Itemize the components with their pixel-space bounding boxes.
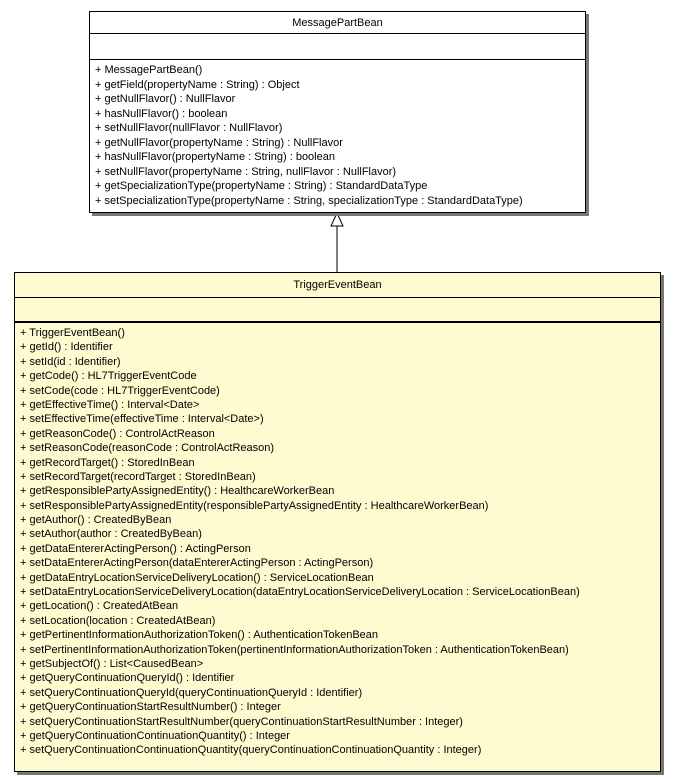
hollow-triangle-arrowhead-icon [330,211,344,227]
operation: + setLocation(location : CreatedAtBean) [20,614,216,627]
operation: + getQueryContinuationQueryId() : Identi… [20,672,235,685]
operation: + getSubjectOf() : List<CausedBean> [20,657,204,670]
operation: + setQueryContinuationStartResultNumber(… [20,715,463,728]
operation: + setResponsiblePartyAssignedEntity(resp… [20,499,489,512]
operation: + getDataEntererActingPerson() : ActingP… [20,542,251,555]
attributes-compartment [15,298,660,323]
operation: + setNullFlavor(propertyName : String, n… [95,165,397,178]
operation: + getPertinentInformationAuthorizationTo… [20,629,379,642]
operation: + getCode() : HL7TriggerEventCode [20,370,197,383]
operations-compartment: + MessagePartBean() + getField(propertyNa… [90,60,585,208]
operation: + setCode(code : HL7TriggerEventCode) [20,384,220,397]
operation: + setNullFlavor(nullFlavor : NullFlavor) [95,122,283,134]
operation: + getDataEntryLocationServiceDeliveryLoc… [20,571,374,584]
operation: + setAuthor(author : CreatedByBean) [20,528,202,541]
operation: + getAuthor() : CreatedByBean [20,514,172,527]
operation: + setQueryContinuationQueryId(queryConti… [20,686,363,699]
operation: + setId(id : Identifier) [20,355,121,368]
operation: + setRecordTarget(recordTarget : StoredI… [20,470,256,483]
operation: + getEffectiveTime() : Interval<Date> [20,398,200,411]
operation: + hasNullFlavor() : boolean [95,107,228,120]
operation: + getLocation() : CreatedAtBean [20,600,179,613]
operation: + setEffectiveTime(effectiveTime : Inter… [20,413,264,426]
attributes-compartment [90,34,585,60]
operation: + getNullFlavor() : NullFlavor [95,93,236,105]
operation: + MessagePartBean() [95,64,203,76]
operation: + setDataEntryLocationServiceDeliveryLoc… [20,586,580,599]
class-trigger-event-bean[interactable]: TriggerEventBean + TriggerEventBean() + g… [14,272,661,772]
operation: + getResponsiblePartyAssignedEntity() : … [20,485,335,498]
operation: + setReasonCode(reasonCode : ControlActR… [20,442,275,455]
operation: + setPertinentInformationAuthorizationTo… [20,643,569,656]
operations-compartment: + TriggerEventBean() + getId() : Identifi… [15,323,660,758]
operation: + getReasonCode() : ControlActReason [20,427,215,440]
operation: + TriggerEventBean() [20,327,125,339]
class-name: TriggerEventBean [15,273,660,298]
operation: + getNullFlavor(propertyName : String) :… [95,136,343,149]
operation: + hasNullFlavor(propertyName : String) :… [95,151,335,163]
operation: + setDataEntererActingPerson(dataEnterer… [20,557,374,570]
operation: + setQueryContinuationContinuationQuanti… [20,744,482,757]
class-message-part-bean[interactable]: MessagePartBean + MessagePartBean() + get… [89,11,586,213]
class-name: MessagePartBean [90,12,585,34]
operation: + getQueryContinuationStartResultNumber(… [20,701,281,714]
operation: + getSpecializationType(propertyName : S… [95,180,428,192]
operation: + getRecordTarget() : StoredInBean [20,456,195,469]
operation: + getQueryContinuationContinuationQuanti… [20,729,290,742]
operation: + setSpecializationType(propertyName : S… [95,194,523,207]
operation: + getId() : Identifier [20,341,113,354]
operation: + getField(propertyName : String) : Obje… [95,78,300,91]
